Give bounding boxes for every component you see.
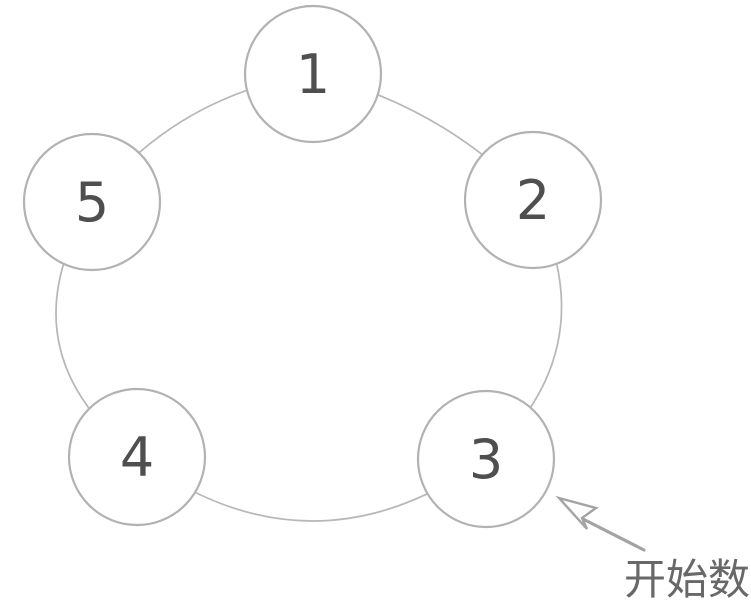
node-label-1: 1 — [296, 43, 330, 106]
arrow-shaft — [581, 517, 646, 552]
node-2: 2 — [463, 130, 603, 270]
node-circle-2 — [463, 130, 603, 270]
node-4: 4 — [67, 387, 207, 527]
node-circle-3 — [416, 389, 556, 529]
node-3: 3 — [416, 389, 556, 529]
node-label-3: 3 — [469, 428, 503, 491]
node-label-5: 5 — [75, 171, 109, 234]
node-circle-1 — [243, 4, 383, 144]
node-label-2: 2 — [516, 169, 550, 232]
start-arrow — [555, 495, 646, 552]
node-label-4: 4 — [120, 426, 154, 489]
annotation-start-label: 开始数 — [624, 555, 750, 603]
node-circle-4 — [67, 387, 207, 527]
arrow-head-icon — [555, 495, 599, 530]
node-circle-5 — [22, 132, 162, 272]
node-5: 5 — [22, 132, 162, 272]
node-1: 1 — [243, 4, 383, 144]
